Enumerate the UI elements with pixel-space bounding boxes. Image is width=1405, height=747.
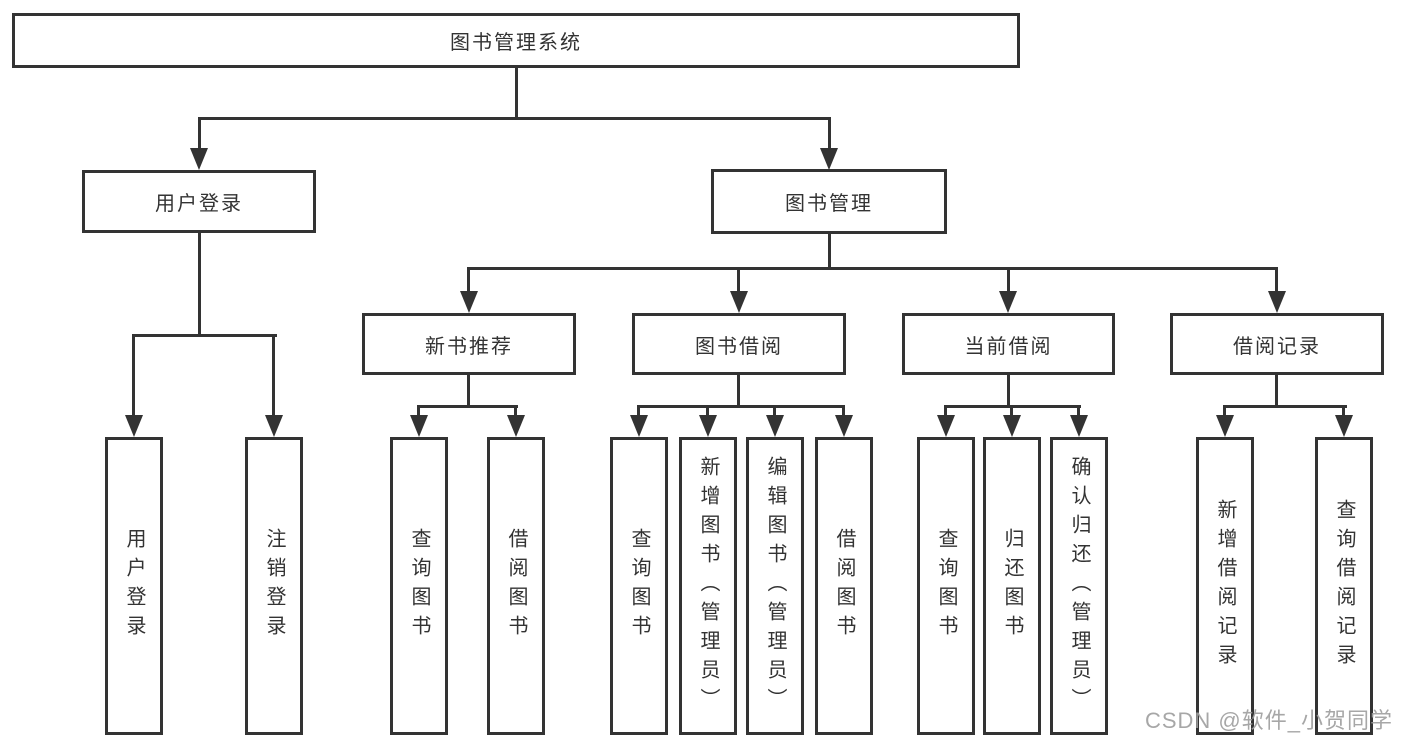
arrowhead-borrow-leaf1 (630, 415, 648, 437)
connector-record-leaf2 (1342, 405, 1345, 419)
leaf-borrow-edit-admin-label: 编辑图书（管理员） (764, 455, 786, 717)
arrowhead-user-leaf2 (265, 415, 283, 437)
node-user-login-label: 用户登录 (155, 193, 243, 215)
leaf-borrow-query: 查询图书 (610, 437, 668, 735)
node-book-mgmt: 图书管理 (711, 169, 947, 234)
leaf-record-add: 新增借阅记录 (1196, 437, 1254, 735)
leaf-borrow-borrow: 借阅图书 (815, 437, 873, 735)
connector-newbook-leaf1 (417, 405, 420, 419)
connector-book-to-record (1275, 267, 1278, 293)
leaf-newbook-query-label: 查询图书 (408, 528, 430, 644)
connector-borrow-leaf2 (706, 405, 709, 419)
arrowhead-current-leaf3 (1070, 415, 1088, 437)
arrowhead-newbook-leaf1 (410, 415, 428, 437)
connector-borrow-leaf3 (773, 405, 776, 419)
connector-root-stem (515, 68, 518, 118)
connector-user-stem (198, 233, 201, 335)
node-new-book: 新书推荐 (362, 313, 576, 375)
leaf-record-add-label: 新增借阅记录 (1214, 499, 1236, 673)
arrowhead-borrow-leaf2 (699, 415, 717, 437)
connector-root-to-book (828, 117, 831, 149)
leaf-current-confirm-admin-label: 确认归还（管理员） (1068, 455, 1090, 717)
leaf-newbook-borrow-label: 借阅图书 (505, 528, 527, 644)
arrowhead-book-to-borrow (730, 291, 748, 313)
node-book-borrow: 图书借阅 (632, 313, 846, 375)
node-book-mgmt-label: 图书管理 (785, 193, 873, 215)
arrowhead-book-to-record (1268, 291, 1286, 313)
arrowhead-newbook-leaf2 (507, 415, 525, 437)
arrowhead-user-leaf1 (125, 415, 143, 437)
leaf-logout: 注销登录 (245, 437, 303, 735)
arrowhead-book-to-current (999, 291, 1017, 313)
connector-book-stem (828, 234, 831, 268)
connector-user-leaf2 (272, 334, 275, 417)
node-book-borrow-label: 图书借阅 (695, 335, 783, 358)
watermark: CSDN @软件_小贺同学 (1144, 708, 1393, 733)
node-root-label: 图书管理系统 (450, 32, 582, 54)
leaf-record-query: 查询借阅记录 (1315, 437, 1373, 735)
leaf-logout-label: 注销登录 (263, 528, 285, 644)
connector-record-stem (1275, 375, 1278, 408)
arrowhead-root-to-book (820, 148, 838, 170)
node-current-borrow: 当前借阅 (902, 313, 1115, 375)
leaf-current-query-label: 查询图书 (935, 528, 957, 644)
arrowhead-current-leaf2 (1003, 415, 1021, 437)
arrowhead-root-to-user (190, 148, 208, 170)
connector-newbook-branch (417, 405, 518, 408)
node-root: 图书管理系统 (12, 13, 1020, 68)
leaf-newbook-query: 查询图书 (390, 437, 448, 735)
leaf-user-login: 用户登录 (105, 437, 163, 735)
connector-book-to-newbook (467, 267, 470, 293)
connector-current-leaf2 (1010, 405, 1013, 419)
arrowhead-borrow-leaf3 (766, 415, 784, 437)
connector-newbook-stem (467, 375, 470, 408)
connector-borrow-leaf1 (637, 405, 640, 419)
leaf-borrow-query-label: 查询图书 (628, 528, 650, 644)
connector-user-branch (132, 334, 277, 337)
node-current-borrow-label: 当前借阅 (964, 335, 1053, 358)
connector-borrow-leaf4 (842, 405, 845, 419)
arrowhead-current-leaf1 (937, 415, 955, 437)
connector-record-leaf1 (1223, 405, 1226, 419)
node-borrow-record-label: 借阅记录 (1233, 335, 1321, 358)
connector-current-stem (1007, 375, 1010, 408)
leaf-newbook-borrow: 借阅图书 (487, 437, 545, 735)
leaf-current-confirm-admin: 确认归还（管理员） (1050, 437, 1108, 735)
leaf-record-query-label: 查询借阅记录 (1333, 499, 1355, 673)
node-borrow-record: 借阅记录 (1170, 313, 1384, 375)
arrowhead-record-leaf2 (1335, 415, 1353, 437)
leaf-user-login-label: 用户登录 (123, 528, 145, 644)
arrowhead-record-leaf1 (1216, 415, 1234, 437)
leaf-current-query: 查询图书 (917, 437, 975, 735)
connector-book-to-borrow (737, 267, 740, 293)
connector-current-leaf3 (1077, 405, 1080, 419)
leaf-borrow-add-admin-label: 新增图书（管理员） (697, 455, 719, 717)
leaf-borrow-borrow-label: 借阅图书 (833, 528, 855, 644)
leaf-borrow-add-admin: 新增图书（管理员） (679, 437, 737, 735)
connector-record-branch (1223, 405, 1347, 408)
connector-book-branch (467, 267, 1278, 270)
connector-newbook-leaf2 (514, 405, 517, 419)
connector-root-branch (198, 117, 831, 120)
leaf-current-return: 归还图书 (983, 437, 1041, 735)
connector-user-leaf1 (132, 334, 135, 417)
arrowhead-book-to-newbook (460, 291, 478, 313)
leaf-borrow-edit-admin: 编辑图书（管理员） (746, 437, 804, 735)
leaf-current-return-label: 归还图书 (1001, 528, 1023, 644)
connector-current-leaf1 (944, 405, 947, 419)
arrowhead-borrow-leaf4 (835, 415, 853, 437)
node-user-login: 用户登录 (82, 170, 316, 233)
connector-book-to-current (1007, 267, 1010, 293)
connector-root-to-user (198, 117, 201, 149)
connector-borrow-branch (637, 405, 845, 408)
node-new-book-label: 新书推荐 (425, 335, 513, 358)
connector-borrow-stem (737, 375, 740, 408)
